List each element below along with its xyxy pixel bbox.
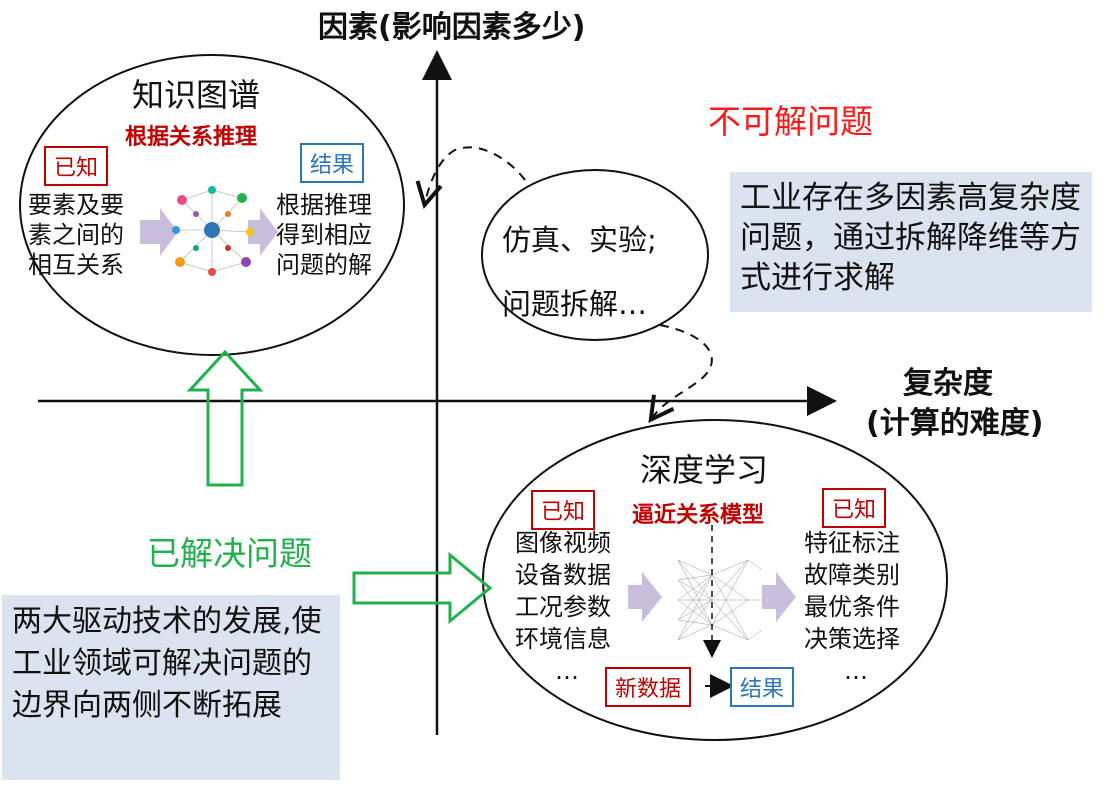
kg-method-label: 根据关系推理 [125,125,258,150]
dl-input-ellipsis: … [555,657,579,685]
knowledge-graph-title: 知识图谱 [132,76,261,114]
y-axis-title: 因素(影响因素多少) [318,10,586,45]
dl-output-line: 最优条件 [804,593,900,621]
x-axis-title-line2: (计算的难度) [866,406,1044,441]
knowledge-graph-ellipse [19,54,405,356]
kg-output-line: 根据推理 [276,191,372,219]
kg-output-arrow [248,208,278,256]
unsolvable-note: 工业存在多因素高复杂度问题，通过拆解降维等方式进行求解 [730,172,1092,312]
dl-output-line: 决策选择 [804,625,900,653]
kg-input-line: 要素及要 [28,191,124,219]
x-axis-title-line1: 复杂度 [903,366,993,401]
dl-input-line: 环境信息 [515,625,611,653]
kg-input-text: 要素及要 素之间的 相互关系 [28,190,124,280]
kg-input-line: 相互关系 [28,251,124,279]
dl-input-arrow [628,572,662,622]
dl-input-text: 图像视频 设备数据 工况参数 环境信息 … [515,527,611,687]
green-up-arrow [186,349,264,487]
dl-method-label: 逼近关系模型 [632,503,765,528]
kg-input-line: 素之间的 [28,221,124,249]
dl-output-arrow [762,572,796,622]
simulation-line: 问题拆解… [502,287,648,321]
deep-learning-ellipse [482,419,948,741]
dl-output-text: 特征标注 故障类别 最优条件 决策选择 … [804,527,900,687]
new-data-box: 新数据 [605,667,692,707]
dl-result-box: 结果 [730,667,795,707]
unsolvable-label: 不可解问题 [708,102,873,141]
simulation-line: 仿真、实验; [502,223,657,257]
dl-output-line: 特征标注 [804,529,900,557]
neural-network-image [677,559,763,641]
knowledge-network-image [172,186,254,276]
solved-label: 已解决问题 [147,534,312,573]
solved-note: 两大驱动技术的发展,使工业领域可解决问题的边界向两侧不断拓展 [2,595,340,780]
simulation-ellipse [481,169,709,341]
dl-input-line: 工况参数 [515,593,611,621]
dashed-arrow-up [425,146,526,203]
dl-known-right-box: 已知 [822,488,887,528]
dl-input-line: 设备数据 [515,561,611,589]
simulation-text: 仿真、实验; 问题拆解… [502,208,657,336]
deep-learning-title: 深度学习 [640,451,769,489]
kg-known-box: 已知 [44,146,109,186]
kg-output-line: 问题的解 [276,251,372,279]
kg-output-text: 根据推理 得到相应 问题的解 [276,190,372,280]
green-right-arrow [352,551,493,625]
dashed-arrow-down [652,324,713,418]
dl-input-line: 图像视频 [515,529,611,557]
dl-known-left-box: 已知 [531,490,596,530]
dl-output-ellipsis: … [844,657,868,685]
kg-output-line: 得到相应 [276,221,372,249]
kg-result-box: 结果 [300,143,365,183]
dl-output-line: 故障类别 [804,561,900,589]
kg-input-arrow [140,208,178,256]
